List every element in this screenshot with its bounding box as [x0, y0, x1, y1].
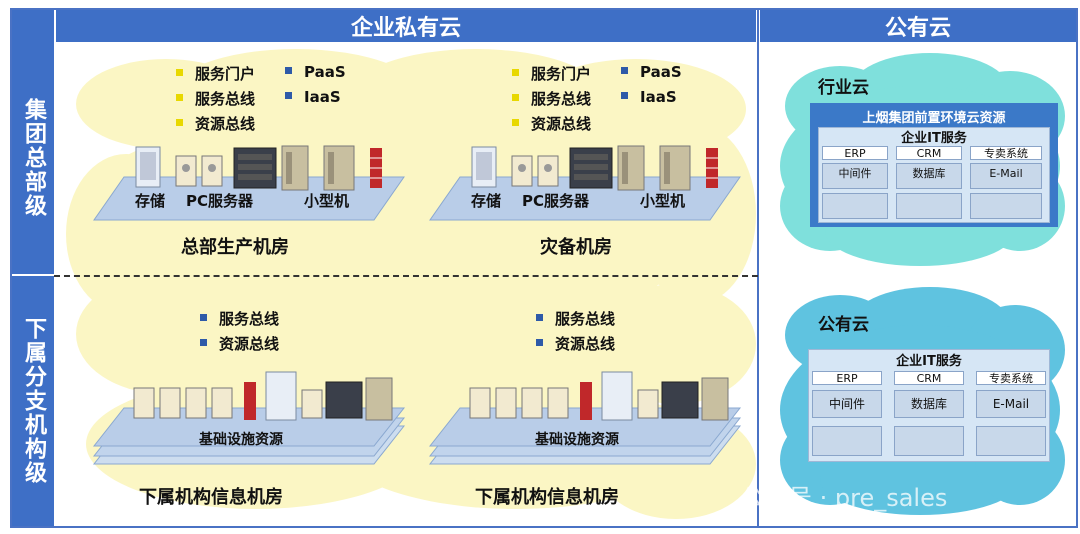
branch-room-2-title: 下属机构信息机房 [475, 487, 619, 508]
hq-room-2-title: 灾备机房 [540, 237, 612, 258]
corner-block [12, 10, 54, 42]
public-hardware-1 [812, 426, 882, 456]
bullet-service-bus: 服务总线 [176, 88, 255, 109]
level-divider [54, 275, 758, 277]
pc-server-icon [469, 387, 569, 419]
label-storage: 存储 [135, 192, 166, 210]
industry-service-title: 企业IT服务 [901, 131, 967, 146]
rack-server-icon [325, 381, 363, 419]
industry-hardware-3 [970, 193, 1042, 219]
pc-server-icon [133, 387, 233, 419]
label-pc-server: PC服务器 [186, 192, 254, 210]
bullet-resource-bus-2: 资源总线 [512, 113, 591, 134]
bullet-paas-2: PaaS [621, 63, 682, 81]
public-crm: CRM [894, 371, 964, 385]
storage-icon [135, 146, 161, 188]
branch-1-bullet-service-bus: 服务总线 [200, 308, 279, 329]
bullet-service-bus-2: 服务总线 [512, 88, 591, 109]
pc-server-icon [175, 155, 223, 187]
public-cloud-label: 公有云 [818, 315, 869, 335]
industry-hardware-2 [896, 193, 962, 219]
storage-icon [471, 146, 497, 188]
side-label-hq: 集团总部级 [12, 42, 54, 274]
bullet-iaas: IaaS [285, 88, 341, 106]
firewall-icon [370, 148, 382, 188]
industry-monopoly-system: 专卖系统 [970, 146, 1042, 160]
public-monopoly-system: 专卖系统 [976, 371, 1046, 385]
branch-room-2-equipment [428, 371, 742, 465]
branch-1-platform-label: 基础设施资源 [199, 432, 283, 448]
label-pc-server-2: PC服务器 [522, 192, 590, 210]
public-email: E-Mail [976, 390, 1046, 418]
minicomputer-icon [617, 145, 691, 191]
industry-middleware: 中间件 [822, 163, 888, 189]
minicomputer-icon [701, 377, 729, 421]
public-service-title: 企业IT服务 [896, 354, 962, 369]
watermark: 公众号 · pre_sales [740, 484, 948, 512]
hq-room-1-title: 总部生产机房 [181, 237, 289, 258]
firewall-icon [706, 148, 718, 188]
storage-icon [265, 371, 297, 421]
branch-2-platform-label: 基础设施资源 [535, 432, 619, 448]
bullet-service-portal: 服务门户 [176, 63, 255, 84]
public-hardware-2 [894, 426, 964, 456]
branch-room-1-equipment [92, 371, 406, 465]
public-cloud-header: 公有云 [760, 10, 1076, 42]
hq-room-2-equipment [429, 145, 741, 221]
industry-erp: ERP [822, 146, 888, 160]
branch-2-bullet-service-bus: 服务总线 [536, 308, 615, 329]
rack-server-icon [569, 147, 613, 189]
pc-server-icon [301, 389, 323, 419]
label-minicomputer-2: 小型机 [640, 192, 686, 210]
pc-server-icon [637, 389, 659, 419]
industry-database: 数据库 [896, 163, 962, 189]
hq-room-1-equipment [93, 145, 405, 221]
firewall-icon [244, 382, 256, 420]
storage-icon [601, 371, 633, 421]
industry-crm: CRM [896, 146, 962, 160]
industry-hardware-1 [822, 193, 888, 219]
branch-1-bullet-resource-bus: 资源总线 [200, 333, 279, 354]
private-cloud-header: 企业私有云 [56, 10, 756, 42]
pc-server-icon [511, 155, 559, 187]
rack-server-icon [233, 147, 277, 189]
side-label-branch: 下属分支机构级 [12, 276, 54, 526]
public-erp: ERP [812, 371, 882, 385]
branch-2-bullet-resource-bus: 资源总线 [536, 333, 615, 354]
bullet-iaas-2: IaaS [621, 88, 677, 106]
industry-cloud-label: 行业云 [818, 78, 869, 98]
minicomputer-icon [281, 145, 355, 191]
public-hardware-3 [976, 426, 1046, 456]
column-divider [757, 8, 759, 528]
firewall-icon [580, 382, 592, 420]
industry-email: E-Mail [970, 163, 1042, 189]
bullet-paas: PaaS [285, 63, 346, 81]
bullet-service-portal-2: 服务门户 [512, 63, 591, 84]
rack-server-icon [661, 381, 699, 419]
bullet-resource-bus: 资源总线 [176, 113, 255, 134]
minicomputer-icon [365, 377, 393, 421]
label-storage-2: 存储 [471, 192, 502, 210]
public-middleware: 中间件 [812, 390, 882, 418]
industry-cloud-banner: 上烟集团前置环境云资源 [862, 111, 1006, 126]
label-minicomputer: 小型机 [304, 192, 350, 210]
public-database: 数据库 [894, 390, 964, 418]
branch-room-1-title: 下属机构信息机房 [139, 487, 283, 508]
